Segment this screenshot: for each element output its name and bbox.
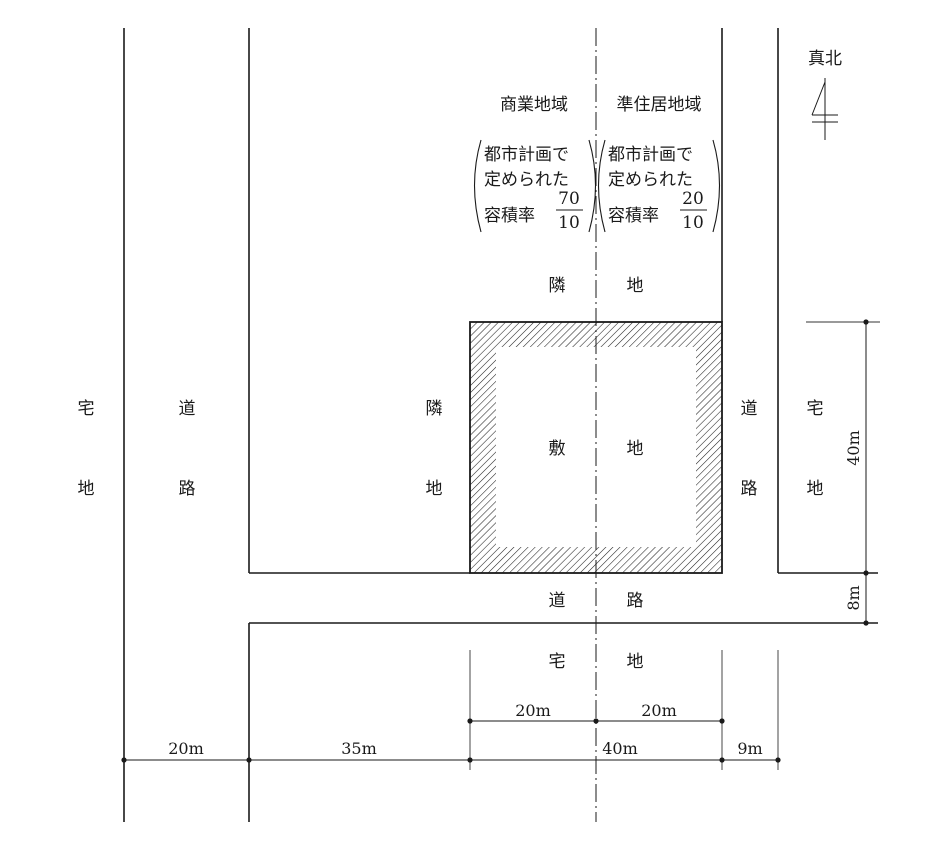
lot-farwest-label-2: 地 bbox=[78, 479, 95, 499]
north-arrow-icon bbox=[811, 78, 838, 140]
far-right-denominator: 10 bbox=[682, 213, 704, 233]
dim-site-half-left: 20m bbox=[515, 701, 551, 720]
dim-site-depth: 40m bbox=[844, 430, 863, 466]
far-left-numerator: 70 bbox=[558, 189, 580, 209]
far-left-denominator: 10 bbox=[558, 213, 580, 233]
road-east-label-2: 路 bbox=[741, 479, 758, 499]
far-right-numerator: 20 bbox=[682, 189, 704, 209]
north-label: 真北 bbox=[808, 49, 842, 69]
zone-label-quasi-residential: 準住居地域 bbox=[617, 95, 702, 115]
paren-close-left bbox=[588, 139, 597, 233]
neighbor-left-label-2: 地 bbox=[426, 479, 443, 499]
lot-south-label-1: 宅 bbox=[549, 652, 566, 672]
road-south-label-1: 道 bbox=[549, 591, 566, 611]
lot-east-label-1: 宅 bbox=[807, 399, 824, 419]
dim-road-east: 9m bbox=[737, 739, 762, 758]
site-label-2: 地 bbox=[627, 439, 644, 459]
dim-road-south: 8m bbox=[844, 585, 863, 610]
neighbor-top-label-1: 隣 bbox=[549, 276, 566, 296]
far-right-line3: 容積率 bbox=[608, 206, 659, 226]
paren-open-right bbox=[597, 139, 606, 233]
far-block-quasi-residential: 都市計画で 定められた 容積率 20 10 bbox=[597, 139, 721, 233]
road-south-label-2: 路 bbox=[627, 591, 644, 611]
paren-close-right bbox=[712, 139, 721, 233]
far-right-line1: 都市計画で bbox=[608, 145, 693, 165]
road-west-label-1: 道 bbox=[179, 399, 196, 419]
road-west-label-2: 路 bbox=[179, 479, 196, 499]
paren-open-left bbox=[473, 139, 482, 233]
far-left-line1: 都市計画で bbox=[484, 145, 569, 165]
neighbor-top-label-2: 地 bbox=[627, 276, 644, 296]
far-left-line3: 容積率 bbox=[484, 206, 535, 226]
boundary-lines bbox=[123, 28, 878, 822]
lot-east-label-2: 地 bbox=[807, 479, 824, 499]
site-label-1: 敷 bbox=[549, 439, 566, 459]
dim-site-width: 40m bbox=[602, 739, 638, 758]
lot-south-label-2: 地 bbox=[627, 652, 644, 672]
neighbor-left-label-1: 隣 bbox=[426, 399, 443, 419]
dim-site-half-right: 20m bbox=[641, 701, 677, 720]
dim-to-site: 35m bbox=[341, 739, 377, 758]
road-east-label-1: 道 bbox=[741, 399, 758, 419]
far-left-line2: 定められた bbox=[484, 170, 569, 190]
far-block-commercial: 都市計画で 定められた 容積率 70 10 bbox=[473, 139, 597, 233]
dimension-ticks bbox=[121, 319, 869, 763]
dim-road-west: 20m bbox=[168, 739, 204, 758]
lot-farwest-label-1: 宅 bbox=[78, 399, 95, 419]
zone-label-commercial: 商業地域 bbox=[500, 95, 568, 115]
far-right-line2: 定められた bbox=[608, 170, 693, 190]
